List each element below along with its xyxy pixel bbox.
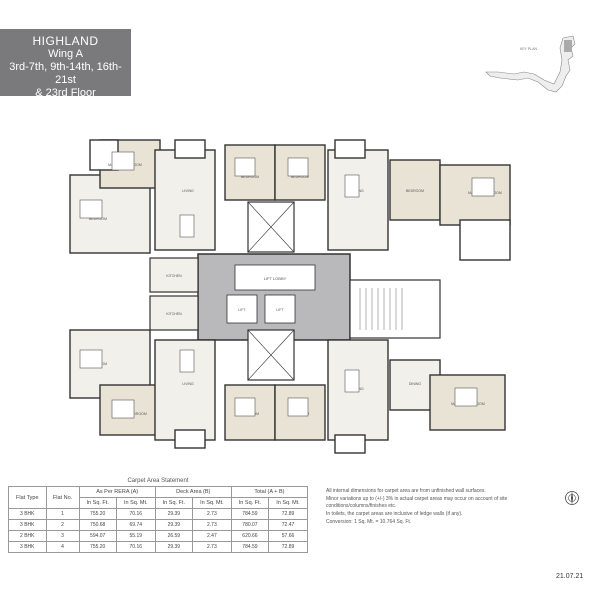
table-cell: 2 BHK [8, 530, 47, 542]
table-cell: 57.66 [268, 530, 308, 542]
flat-1-bedroom: BEDROOM [89, 217, 107, 221]
flat-4-living: LIVING [182, 382, 194, 386]
table-cell: 3 BHK [8, 541, 47, 553]
wing-label: Wing A [48, 48, 83, 60]
key-plan: KEY PLAN [485, 35, 576, 93]
floors-line-1: 3rd-7th, 9th-14th, 16th-21st [9, 61, 122, 86]
table-cell: 3 [45, 530, 80, 542]
table-cell: 784.59 [230, 508, 270, 520]
floor-plan: LIFT LOBBY LIFT LIFT MASTER BEDROOM BEDR… [69, 139, 511, 454]
flat-1 [69, 139, 216, 254]
unit-cell: In Sq. Mt. [268, 497, 308, 509]
table-cell: 2.73 [191, 519, 232, 531]
table-header-row: Flat Type Flat No. As Per RERA (A) Deck … [8, 486, 309, 509]
carpet-area-statement: Carpet Area Statement Flat Type Flat No.… [8, 478, 309, 553]
table-cell: 70.16 [115, 541, 156, 553]
lift-2-label: LIFT [276, 308, 284, 312]
header-flat-no: Flat No. [45, 486, 80, 509]
lift-lobby-label: LIFT LOBBY [264, 276, 287, 281]
flat-2-bedrooms [224, 144, 326, 201]
flat-1-living: LIVING [182, 189, 194, 193]
header-total: Total (A + B) [230, 486, 309, 498]
table-row: 2 BHK 3 594.07 55.19 26.59 2.47 620.66 5… [8, 530, 308, 542]
kitchen-upper-label: KITCHEN [166, 274, 182, 278]
unit-cell: In Sq. Ft. [230, 497, 270, 509]
table-cell: 594.07 [78, 530, 117, 542]
table-row: 3 BHK 2 750.68 69.74 29.39 2.73 780.07 7… [8, 519, 308, 531]
flat-4 [69, 329, 216, 449]
table-cell: 750.68 [78, 519, 117, 531]
table-cell: 2.73 [191, 508, 232, 520]
table-cell: 69.74 [115, 519, 156, 531]
table-cell: 70.16 [115, 508, 156, 520]
table-cell: 3 BHK [8, 519, 47, 531]
table-cell: 3 BHK [8, 508, 47, 520]
table-cell: 2.47 [191, 530, 232, 542]
kitchen-lower-label: KITCHEN [166, 312, 182, 316]
table-cell: 780.07 [230, 519, 270, 531]
note-item: In toilets, the carpet areas are inclusi… [326, 511, 463, 517]
drawing-date: 21.07.21 [556, 573, 584, 580]
lift-1 [226, 294, 258, 324]
table-row: 3 BHK 4 755.20 70.16 29.39 2.73 784.59 7… [8, 541, 308, 553]
flat-3-dining: DINING [409, 382, 422, 386]
unit-cell: In Sq. Mt. [115, 497, 156, 509]
note-item: Conversion: 1 Sq. Mt. = 10.764 Sq. Ft. [326, 519, 412, 525]
flat-3 [327, 339, 506, 454]
lift-2 [264, 294, 296, 324]
table-cell: 4 [45, 541, 80, 553]
note-item: Minor variations up to (+/-) 3% in actua… [326, 496, 508, 509]
table-cell: 755.20 [78, 541, 117, 553]
table-cell: 755.20 [78, 508, 117, 520]
flat-2-bedroom: BEDROOM [406, 189, 424, 193]
table-row: 3 BHK 1 755.20 70.16 29.39 2.73 784.59 7… [8, 508, 308, 520]
north-compass-icon [565, 491, 579, 505]
carpet-area-table: Flat Type Flat No. As Per RERA (A) Deck … [8, 486, 309, 553]
unit-cell: In Sq. Mt. [191, 497, 232, 509]
staircase [349, 279, 441, 339]
table-cell: 784.59 [230, 541, 270, 553]
table-cell: 55.19 [115, 530, 156, 542]
table-cell: 29.39 [154, 541, 193, 553]
note-item: All internal dimensions for carpet area … [326, 488, 486, 494]
table-cell: 2 [45, 519, 80, 531]
project-name: HIGHLAND [32, 34, 99, 48]
flat-top-bedroom-a: BEDROOM [241, 175, 259, 179]
key-plan-label: KEY PLAN [520, 47, 538, 51]
unit-cell: In Sq. Ft. [154, 497, 193, 509]
floors-line-2: & 23rd Floor [35, 87, 96, 99]
header-deck: Deck Area (B) [154, 486, 232, 498]
table-cell: 2.73 [191, 541, 232, 553]
table-cell: 72.89 [268, 508, 308, 520]
unit-cell: In Sq. Ft. [78, 497, 117, 509]
flat-2 [327, 139, 511, 261]
table-cell: 72.47 [268, 519, 308, 531]
notes: All internal dimensions for carpet area … [326, 488, 566, 527]
table-cell: 29.39 [154, 519, 193, 531]
table-cell: 29.39 [154, 508, 193, 520]
lift-lobby [234, 264, 316, 291]
header-flat-type: Flat Type [8, 486, 47, 509]
table-cell: 26.59 [154, 530, 193, 542]
statement-caption: Carpet Area Statement [127, 478, 189, 484]
table-cell: 620.66 [230, 530, 270, 542]
lift-1-label: LIFT [238, 308, 246, 312]
flat-bottom-bedroom-a-room [224, 384, 276, 441]
title-block: HIGHLAND Wing A 3rd-7th, 9th-14th, 16th-… [0, 29, 131, 99]
table-cell: 72.89 [268, 541, 308, 553]
flat-top-bedroom-b: BEDROOM [291, 175, 309, 179]
kitchen-lower [149, 295, 199, 331]
table-cell: 1 [45, 508, 80, 520]
kitchen-upper [149, 257, 199, 293]
header-rera: As Per RERA (A) [78, 486, 156, 498]
